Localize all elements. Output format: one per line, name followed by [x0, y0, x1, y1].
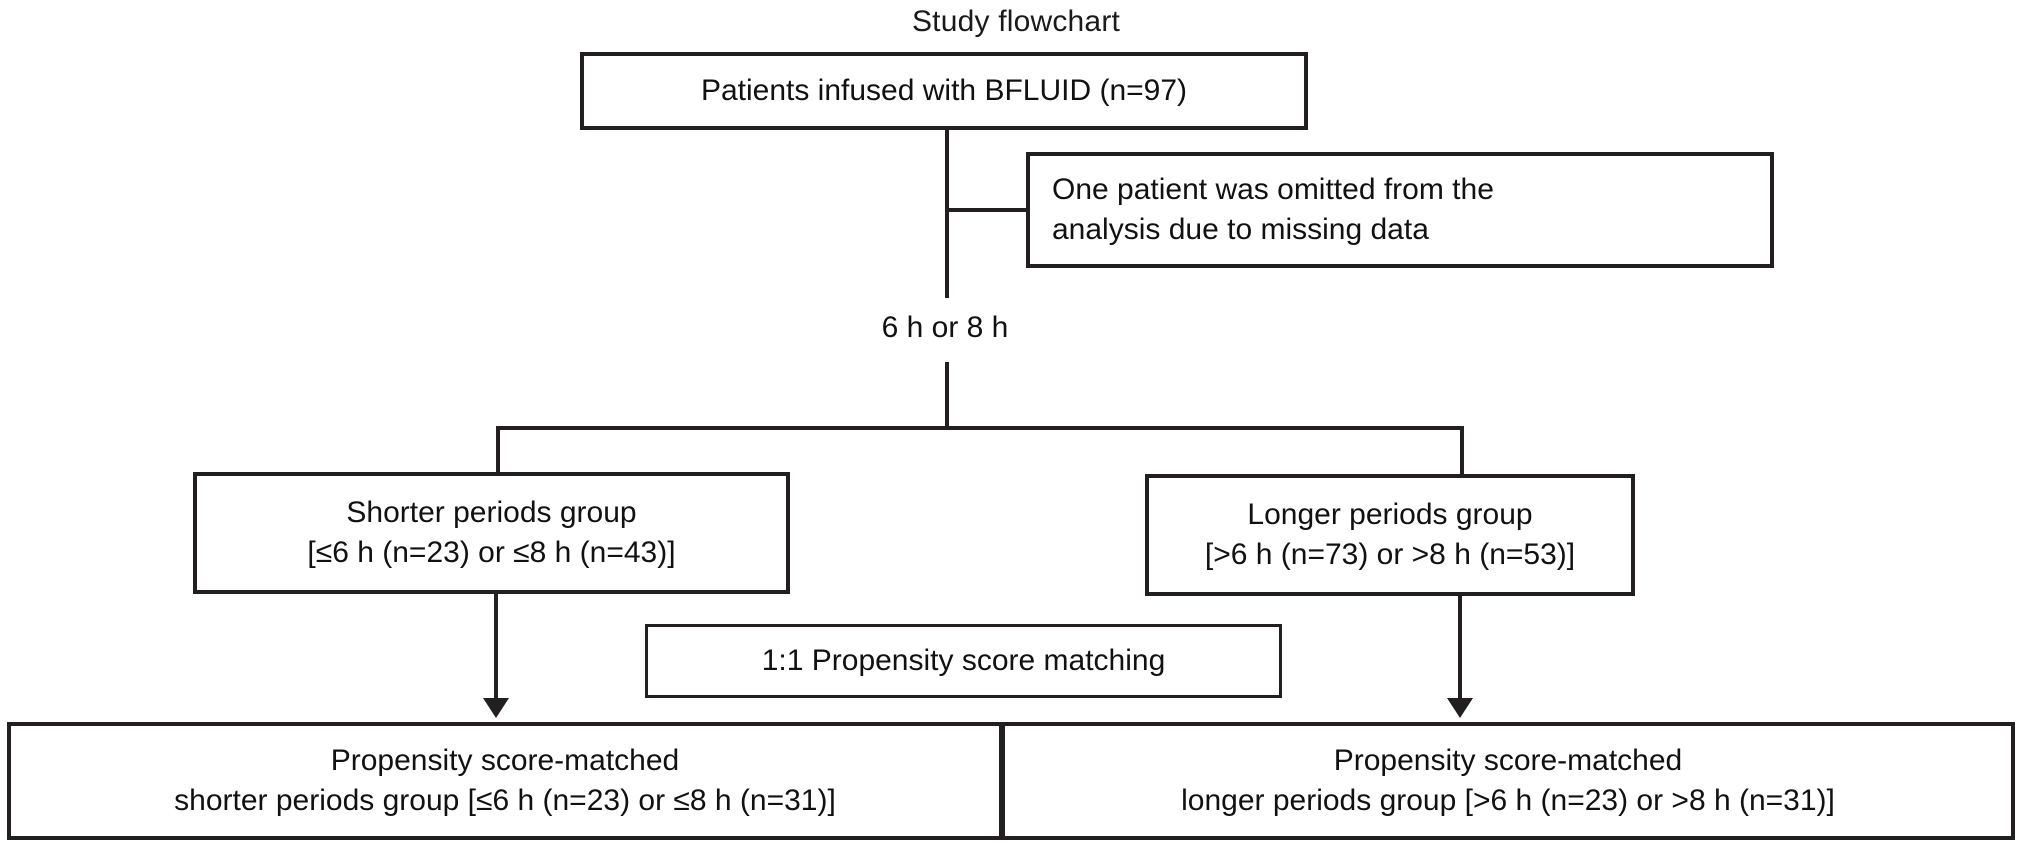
node-shorter-periods-group: Shorter periods group [≤6 h (n=23) or ≤8… [193, 472, 790, 594]
arrowhead-shorter-to-matched [483, 698, 509, 718]
arrowhead-longer-to-matched [1447, 698, 1473, 718]
edge-shorter-to-matched [494, 594, 498, 702]
node-propensity-score-matching-label: 1:1 Propensity score matching [761, 644, 1166, 677]
edge-branch-bar [496, 426, 1464, 430]
node-matched-shorter-periods-group-label: Propensity score-matched shorter periods… [174, 744, 836, 817]
edge-branch-left-drop [496, 426, 500, 474]
edge-exclusion-connector [945, 208, 1030, 212]
edge-split-stem [945, 362, 949, 430]
node-exclusion-label: One patient was omitted from the analysi… [1052, 173, 1494, 246]
node-matched-longer-periods-group-label: Propensity score-matched longer periods … [1181, 744, 1835, 817]
node-shorter-periods-group-label: Shorter periods group [≤6 h (n=23) or ≤8… [307, 496, 676, 569]
node-exclusion: One patient was omitted from the analysi… [1026, 152, 1774, 268]
figure-title: Study flowchart [911, 5, 1121, 38]
label-split-criterion: 6 h or 8 h [881, 311, 1009, 344]
node-longer-periods-group-label: Longer periods group [>6 h (n=73) or >8 … [1204, 498, 1576, 571]
node-matched-shorter-periods-group: Propensity score-matched shorter periods… [7, 722, 1003, 840]
edge-branch-right-drop [1460, 426, 1464, 476]
node-longer-periods-group: Longer periods group [>6 h (n=73) or >8 … [1145, 474, 1635, 596]
node-propensity-score-matching: 1:1 Propensity score matching [645, 624, 1282, 698]
node-patients-infused: Patients infused with BFLUID (n=97) [580, 52, 1308, 130]
node-matched-longer-periods-group: Propensity score-matched longer periods … [1001, 722, 2015, 840]
edge-top-trunk [945, 130, 949, 298]
edge-longer-to-matched [1458, 596, 1462, 702]
node-patients-infused-label: Patients infused with BFLUID (n=97) [700, 74, 1188, 107]
